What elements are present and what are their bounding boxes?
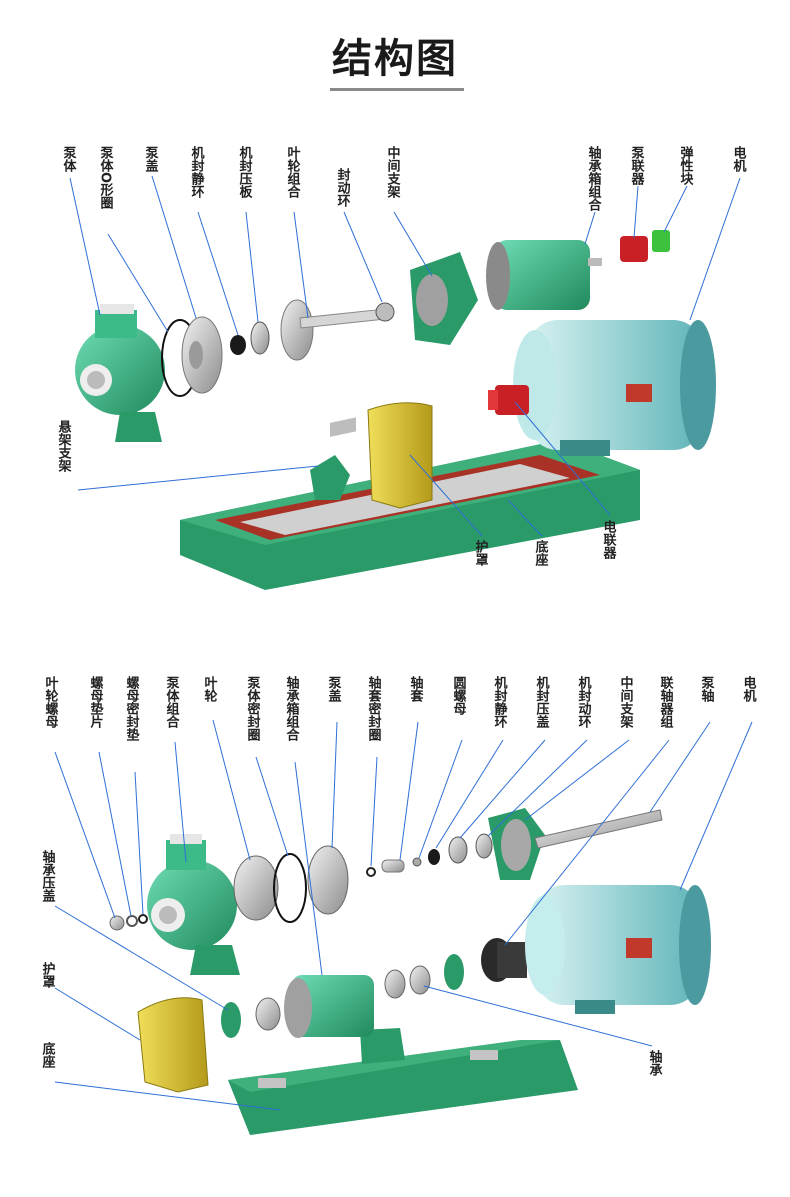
label-mech-seal-rotating-ring: 机封动环	[576, 675, 592, 729]
label-pump-shaft: 泵轴	[699, 676, 715, 703]
bottom-middle-bracket-drawing	[488, 808, 545, 880]
bottom-static-ring-drawing	[428, 849, 440, 865]
label-middle-bracket-2: 中间支架	[618, 675, 635, 729]
bottom-motor-drawing	[525, 885, 711, 1014]
label-shaft-sleeve: 轴套	[408, 675, 425, 703]
bottom-sleeve-seal-drawing	[366, 867, 376, 877]
label-impeller-nut: 叶轮螺母	[43, 676, 59, 729]
page-title: 结构图	[332, 36, 458, 82]
top-pump-body-drawing	[75, 304, 165, 442]
label-elastic-block: 弹性块	[678, 145, 694, 186]
label-motor-coupling: 电联器	[601, 519, 618, 560]
top-elastic-block-drawing	[652, 230, 670, 252]
top-suspension-bracket-drawing	[310, 455, 350, 500]
label-pump-body-oring: 泵体O形圈	[98, 146, 114, 210]
top-impeller-drawing	[280, 299, 395, 361]
top-labels: 泵体 泵体O形圈 泵盖 机封静环 机封压板 叶轮组合 封动环 中间支架 轴承箱组…	[56, 145, 747, 567]
bottom-bearing-d-drawing	[444, 954, 464, 990]
label-mech-seal-gland-2: 机封压盖	[534, 675, 550, 729]
label-bearing-gland: 轴承压盖	[40, 849, 56, 903]
bottom-gland-drawing	[448, 836, 468, 864]
label-mech-seal-gland: 机封压板	[237, 145, 253, 199]
bottom-round-nut-drawing	[412, 857, 422, 867]
label-base-2: 底座	[40, 1041, 57, 1069]
label-coupling-assembly: 联轴器组	[658, 676, 675, 729]
top-guard-drawing	[367, 402, 433, 509]
bottom-guard-drawing	[137, 997, 209, 1093]
label-nut-seal-gasket: 螺母密封垫	[124, 675, 141, 741]
bottom-sleeve-drawing	[381, 859, 405, 873]
bottom-nut-gasket-drawing	[138, 914, 148, 924]
label-bearing: 轴承	[647, 1049, 663, 1077]
bottom-pump-body-drawing	[147, 834, 240, 975]
bottom-pump-cover-drawing	[307, 845, 349, 915]
top-bearing-box-drawing	[486, 240, 602, 310]
label-pump-coupling: 泵联器	[629, 146, 646, 186]
top-gland-drawing	[250, 321, 270, 355]
label-shaft-sleeve-seal-ring: 轴套密封圈	[366, 675, 383, 742]
label-middle-bracket: 中间支架	[385, 145, 402, 199]
bottom-seal-ring-drawing	[273, 853, 307, 923]
top-static-ring-drawing	[230, 335, 246, 355]
label-guard-2: 护罩	[40, 961, 56, 989]
label-mech-seal-static-ring-2: 机封静环	[492, 675, 508, 729]
label-bearing-box-assembly-2: 轴承箱组合	[284, 675, 300, 742]
top-motor-drawing	[513, 320, 716, 456]
label-motor-2: 电机	[741, 675, 757, 703]
title-underline	[330, 88, 464, 91]
bottom-base-drawing	[228, 1028, 578, 1135]
label-nut-washer: 螺母垫片	[88, 675, 104, 729]
label-bearing-box-assembly: 轴承箱组合	[586, 145, 602, 212]
bottom-impeller-drawing	[233, 855, 279, 921]
bottom-bearing-b-drawing	[384, 969, 406, 999]
label-pump-body-assembly: 泵体组合	[164, 676, 180, 729]
bottom-bearing-box-drawing	[284, 975, 374, 1038]
label-pump-cover-2: 泵盖	[326, 676, 342, 703]
bottom-coupling-drawing	[481, 938, 527, 982]
bottom-bearing-gland-drawing	[221, 1002, 241, 1038]
label-pump-cover: 泵盖	[143, 146, 159, 173]
bottom-assembly-drawing	[109, 808, 711, 1135]
label-pump-body: 泵体	[61, 146, 77, 173]
bottom-labels: 叶轮螺母 螺母垫片 螺母密封垫 泵体组合 叶轮 泵体密封圈 轴承箱组合 泵盖 轴…	[40, 675, 757, 1077]
label-mech-seal-static-ring: 机封静环	[189, 145, 205, 199]
bottom-bearing-c-drawing	[409, 965, 431, 995]
label-impeller-assembly: 叶轮组合	[285, 146, 301, 199]
bottom-bearing-a-drawing	[255, 997, 281, 1031]
top-pump-cover-drawing	[181, 316, 223, 394]
top-assembly-drawing	[75, 230, 716, 590]
label-impeller: 叶轮	[202, 676, 218, 703]
top-motor-coupling-drawing	[488, 385, 529, 415]
label-guard: 护罩	[473, 539, 489, 567]
label-motor: 电机	[731, 145, 747, 173]
bottom-shaft-drawing	[534, 809, 663, 849]
top-pump-coupling-drawing	[620, 236, 648, 262]
label-round-nut: 圆螺母	[451, 676, 467, 716]
bottom-nut-washer-drawing	[126, 915, 138, 927]
bottom-impeller-nut-drawing	[109, 915, 125, 931]
label-seal-rotating-ring: 封动环	[335, 167, 351, 208]
bottom-rotating-ring-drawing	[475, 833, 493, 859]
label-base: 底座	[533, 539, 550, 567]
bottom-leader-lines	[54, 719, 753, 1111]
label-pump-body-seal-ring: 泵体密封圈	[245, 676, 262, 742]
label-suspension-bracket: 悬架支架	[56, 420, 73, 473]
top-leader-lines	[69, 175, 741, 537]
top-middle-bracket-drawing	[410, 252, 478, 345]
